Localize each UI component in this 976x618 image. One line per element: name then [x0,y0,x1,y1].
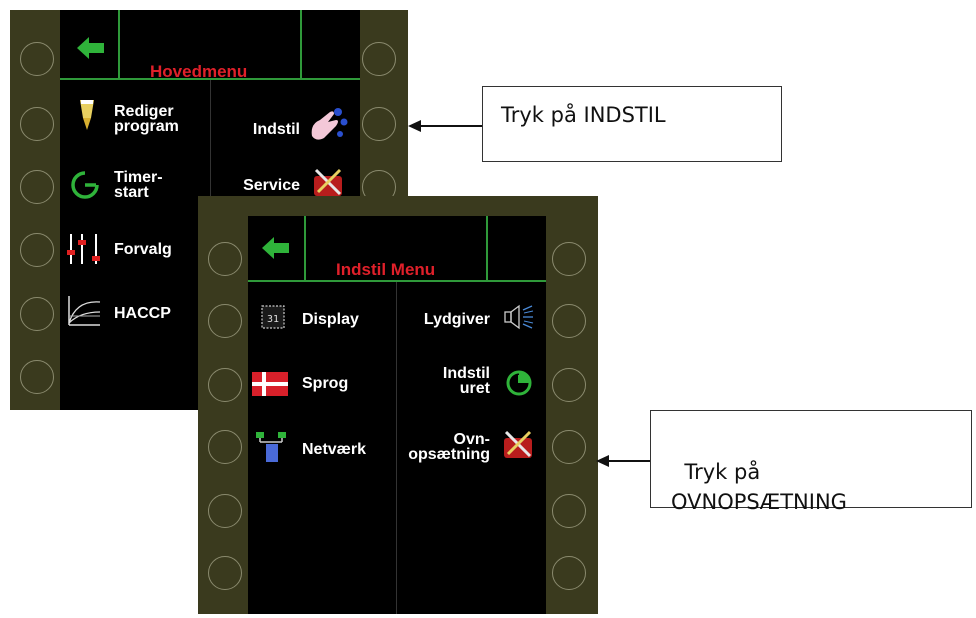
left-softkey-5[interactable] [20,297,54,331]
back-arrow-icon[interactable] [77,36,105,60]
speaker-icon [504,304,534,330]
haccp-graph-icon [68,296,101,326]
menu-item-display[interactable]: Display [302,311,359,328]
network-icon [256,432,286,462]
settings-header-left-divider [304,216,306,280]
menu-item-timer-start[interactable]: Timer- start [114,169,163,201]
service-toolbox-icon [314,168,342,196]
settings-right-softkey-3[interactable] [552,368,586,402]
settings-menu-screen: Indstil Menu 31 Display Sprog Netværk Ly… [248,216,546,614]
callout-ovnopsaetning: Tryk på OVNOPSÆTNING [650,410,972,514]
display-icon: 31 [261,305,285,329]
callout-indstil: Tryk på INDSTIL [482,86,782,162]
page-title: Hovedmenu [150,62,248,81]
settings-left-softkey-1[interactable] [208,242,242,276]
hand-settings-icon [311,108,348,140]
back-arrow-icon[interactable] [262,236,290,260]
callout-ovnopsaetning-text: Tryk på OVNOPSÆTNING [671,460,847,514]
settings-right-softkey-5[interactable] [552,494,586,528]
menu-item-service[interactable]: Service [243,177,300,194]
left-softkey-1[interactable] [20,42,54,76]
svg-text:31: 31 [267,314,279,325]
settings-left-softkey-3[interactable] [208,368,242,402]
danish-flag-icon [252,372,288,396]
clock-icon [506,370,532,396]
menu-item-rediger-program[interactable]: Rediger program [114,103,179,135]
ovnopsaetning-arrow-head [596,455,609,467]
settings-right-softkey-2[interactable] [552,304,586,338]
settings-header-right-divider [486,216,488,280]
header-left-divider [118,10,120,78]
ovnopsaetning-arrow-line [608,460,650,462]
callout-indstil-text: Tryk på INDSTIL [501,103,666,127]
settings-header-divider [248,280,546,282]
menu-item-sprog[interactable]: Sprog [302,375,349,392]
indstil-arrow-line [420,125,482,127]
menu-item-indstil[interactable]: Indstil [252,121,300,138]
left-softkey-6[interactable] [20,360,54,394]
settings-menu-panel: Indstil Menu 31 Display Sprog Netværk Ly… [198,196,598,614]
oven-setup-toolbox-icon [504,430,532,458]
settings-page-title: Indstil Menu [336,260,436,279]
sliders-icon [67,234,100,264]
settings-right-softkey-1[interactable] [552,242,586,276]
settings-left-softkey-2[interactable] [208,304,242,338]
pen-icon [80,100,94,130]
menu-item-forvalg[interactable]: Forvalg [114,241,172,258]
right-softkey-1[interactable] [362,42,396,76]
right-softkey-2[interactable] [362,107,396,141]
settings-right-softkey-6[interactable] [552,556,586,590]
menu-item-ovnopsaetning[interactable]: Ovn- opsætning [408,431,490,463]
menu-item-haccp[interactable]: HACCP [114,305,171,322]
timer-icon [71,171,99,199]
indstil-arrow-head [408,120,421,132]
left-softkey-3[interactable] [20,170,54,204]
settings-column-divider [396,282,397,614]
menu-item-lydgiver[interactable]: Lydgiver [423,311,490,328]
left-softkey-4[interactable] [20,233,54,267]
menu-item-netvaerk[interactable]: Netværk [302,441,367,458]
left-softkey-2[interactable] [20,107,54,141]
settings-left-softkey-4[interactable] [208,430,242,464]
settings-left-softkey-5[interactable] [208,494,242,528]
header-right-divider [300,10,302,78]
settings-left-softkey-6[interactable] [208,556,242,590]
header-divider [60,78,360,80]
menu-item-indstil-uret[interactable]: Indstil uret [442,365,490,397]
settings-right-softkey-4[interactable] [552,430,586,464]
